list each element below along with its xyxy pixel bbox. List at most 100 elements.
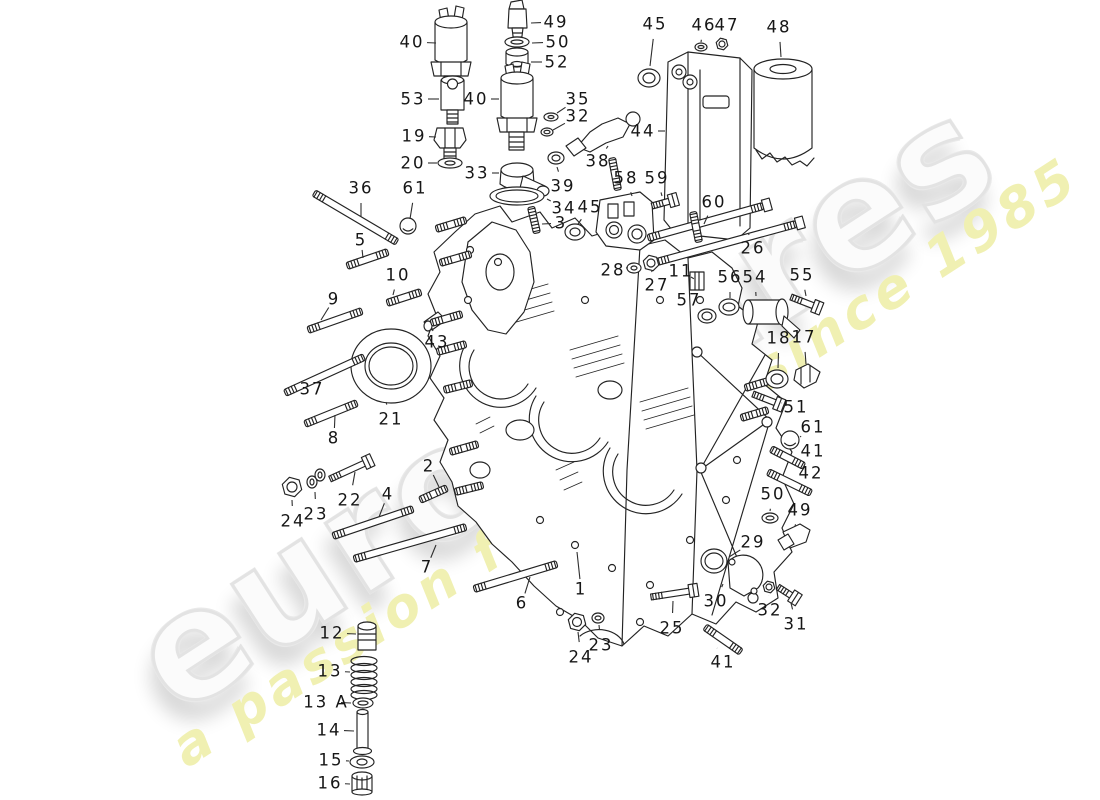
washer-ring: [314, 468, 326, 482]
part-label-60: 60: [701, 192, 727, 212]
stud: [303, 399, 359, 428]
washer-ring: [352, 697, 374, 709]
part-label-15: 15: [318, 750, 344, 770]
part-label-18: 18: [766, 328, 792, 348]
seal-45-cooler: [637, 68, 661, 88]
part-label-30: 30: [703, 591, 729, 611]
part-label-17: 17: [791, 327, 817, 347]
part-label-38: 38: [585, 151, 611, 171]
stud: [418, 484, 449, 504]
part-label-11: 11: [668, 261, 694, 281]
bolt: [775, 583, 803, 607]
part-label-34: 34: [551, 198, 577, 218]
stud: [352, 523, 468, 563]
part-label-26: 26: [740, 238, 766, 258]
stud: [769, 446, 806, 469]
part-label-50: 50: [760, 484, 786, 504]
part-label-33: 33: [464, 163, 490, 183]
part-label-58: 58: [613, 168, 639, 188]
stud: [739, 406, 770, 422]
stud: [429, 310, 464, 327]
part-label-39: 39: [550, 176, 576, 196]
part-label-31: 31: [783, 614, 809, 634]
stud: [454, 481, 484, 496]
part-label-7: 7: [420, 557, 434, 577]
ball-plug: [399, 217, 417, 235]
plunger-12: [357, 621, 377, 651]
part-label-13A: 13 A: [303, 692, 349, 712]
ring-39: [547, 151, 565, 165]
part-label-54: 54: [742, 267, 768, 287]
ball-plug: [780, 430, 800, 450]
stud: [345, 248, 390, 270]
part-label-59: 59: [644, 168, 670, 188]
nut-11: [689, 271, 705, 291]
part-label-55: 55: [789, 265, 815, 285]
part-label-52: 52: [544, 52, 570, 72]
part-label-28: 28: [600, 260, 626, 280]
part-label-45: 45: [642, 14, 668, 34]
part-label-56: 56: [717, 267, 743, 287]
part-label-23: 23: [588, 635, 614, 655]
washer-ring: [306, 475, 318, 489]
part-label-24: 24: [568, 647, 594, 667]
part-label-27: 27: [644, 275, 670, 295]
stud: [703, 624, 743, 655]
stud: [306, 307, 364, 334]
part-label-32: 32: [757, 600, 783, 620]
temp-sensor-38: [565, 111, 641, 157]
part-label-42: 42: [798, 463, 824, 483]
part-label-44: 44: [630, 121, 656, 141]
hex-nut: [715, 37, 729, 51]
part-label-2: 2: [422, 456, 436, 476]
part-label-10: 10: [385, 265, 411, 285]
part-label-51: 51: [783, 397, 809, 417]
bolt: [789, 293, 825, 316]
stud: [434, 216, 468, 233]
nut-19: [433, 127, 467, 161]
part-label-24: 24: [280, 511, 306, 531]
spacer-53: [440, 75, 465, 125]
washer-ring: [349, 755, 375, 769]
part-label-40: 40: [463, 89, 489, 109]
part-label-19: 19: [401, 126, 427, 146]
washer-ring: [765, 369, 789, 389]
part-label-6: 6: [515, 593, 529, 613]
part-label-46: 46: [691, 15, 717, 35]
part-label-41: 41: [800, 441, 826, 461]
washer-20: [437, 157, 463, 169]
stud: [435, 340, 468, 356]
part-label-47: 47: [714, 15, 740, 35]
stud: [527, 206, 541, 234]
stud: [385, 288, 423, 307]
part-label-41: 41: [710, 652, 736, 672]
part-label-8: 8: [327, 428, 341, 448]
hex-nut: [281, 476, 303, 498]
sealing-rings-35-32: [540, 112, 559, 137]
washer-ring: [697, 308, 717, 324]
part-label-45: 45: [577, 197, 603, 217]
oil-pressure-sender-40-right: [496, 61, 538, 151]
seal-ring-21: [350, 328, 432, 404]
part-label-48: 48: [766, 17, 792, 37]
housing-33: [499, 162, 550, 197]
part-label-32: 32: [565, 106, 591, 126]
part-label-5: 5: [354, 230, 368, 250]
stud: [448, 440, 480, 456]
part-label-14: 14: [316, 720, 342, 740]
part-label-21: 21: [378, 409, 404, 429]
part-label-1: 1: [574, 579, 588, 599]
part-label-12: 12: [319, 623, 345, 643]
washer-ring: [700, 548, 728, 574]
part-label-43: 43: [424, 332, 450, 352]
washer-ring: [591, 612, 605, 624]
hex-nut: [762, 580, 776, 594]
hex-nut: [567, 612, 587, 632]
stud: [443, 379, 473, 394]
cap-nut-16: [351, 771, 373, 796]
part-label-9: 9: [327, 289, 341, 309]
bolt: [650, 192, 681, 210]
stud: [312, 190, 399, 245]
